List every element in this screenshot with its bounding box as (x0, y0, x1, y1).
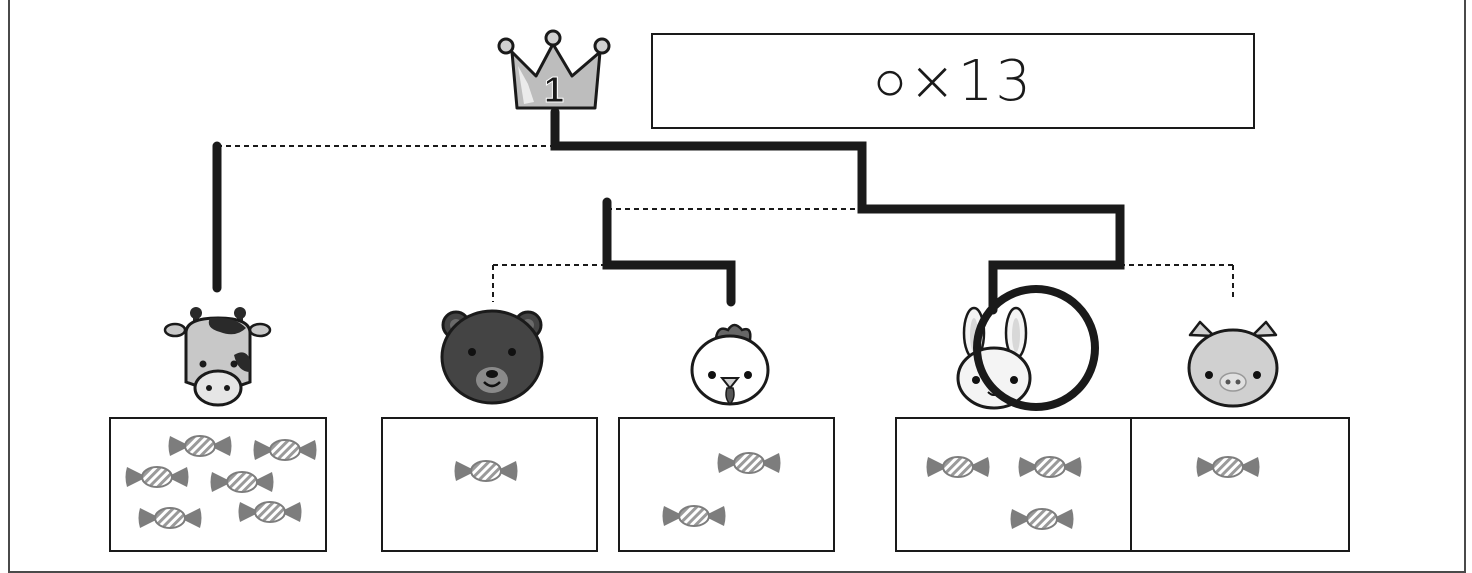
candy-box-rabbit (895, 417, 1139, 552)
dashed-connectors (217, 145, 1234, 302)
candy-box-pig (1130, 417, 1350, 552)
crown-rank-number: 1 (544, 69, 564, 110)
answer-circle-marker (973, 285, 1099, 411)
answer-box: ○×13 (651, 33, 1255, 129)
candy-box-cow (109, 417, 327, 552)
candy-box-bear (381, 417, 598, 552)
crown-icon: 1 (497, 29, 611, 111)
answer-text: ○×13 (872, 49, 1033, 114)
bear-icon (440, 309, 544, 405)
pig-icon (1187, 320, 1279, 408)
chicken-icon (690, 323, 770, 406)
cow-icon (163, 307, 272, 407)
candy-box-chicken (618, 417, 835, 552)
bold-paths (212, 107, 1125, 315)
